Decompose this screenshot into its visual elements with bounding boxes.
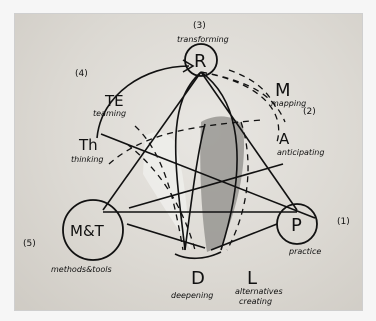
diagram-canvas: R M&T P D L TE Th M A transforming metho…	[23, 21, 350, 306]
node-mt-letter: M&T	[70, 222, 105, 240]
triangle-lines	[100, 71, 316, 251]
circle-p	[276, 203, 318, 245]
node-l-caption-2: creating	[239, 297, 272, 306]
node-d-letter: D	[191, 268, 205, 289]
node-p-caption: practice	[288, 247, 321, 256]
node-a-caption: anticipating	[277, 148, 324, 157]
arrow-label: (4)	[75, 69, 88, 79]
node-a-letter: A	[279, 130, 290, 148]
solid-curves	[174, 71, 238, 260]
node-th-letter: Th	[78, 136, 98, 154]
arrow-curve	[96, 65, 190, 139]
node-te-caption: teaming	[93, 109, 126, 118]
circle-mt	[62, 199, 124, 261]
node-r-caption: transforming	[177, 35, 229, 44]
shaded-region-dark	[200, 116, 245, 252]
node-p-number: (1)	[337, 217, 350, 227]
node-mt-caption: methods&tools	[51, 265, 112, 274]
node-r-letter: R	[194, 51, 207, 72]
node-mt-number: (5)	[23, 239, 36, 249]
node-l-letter: L	[247, 268, 257, 289]
shaded-region-light	[143, 132, 191, 250]
diagram-photo: R M&T P D L TE Th M A transforming metho…	[14, 13, 363, 311]
node-th-caption: thinking	[71, 155, 104, 164]
node-p-letter: P	[291, 215, 302, 236]
node-te-letter: TE	[104, 92, 124, 110]
node-m-number: (2)	[303, 107, 316, 117]
node-d-caption: deepening	[171, 291, 213, 300]
arrow-head	[182, 59, 195, 73]
node-m-caption: mapping	[271, 99, 306, 108]
node-l-caption-1: alternatives	[235, 287, 283, 296]
node-m-letter: M	[275, 80, 291, 101]
circle-r	[184, 43, 218, 77]
node-r-number: (3)	[193, 21, 206, 31]
dashed-curves	[108, 69, 286, 251]
